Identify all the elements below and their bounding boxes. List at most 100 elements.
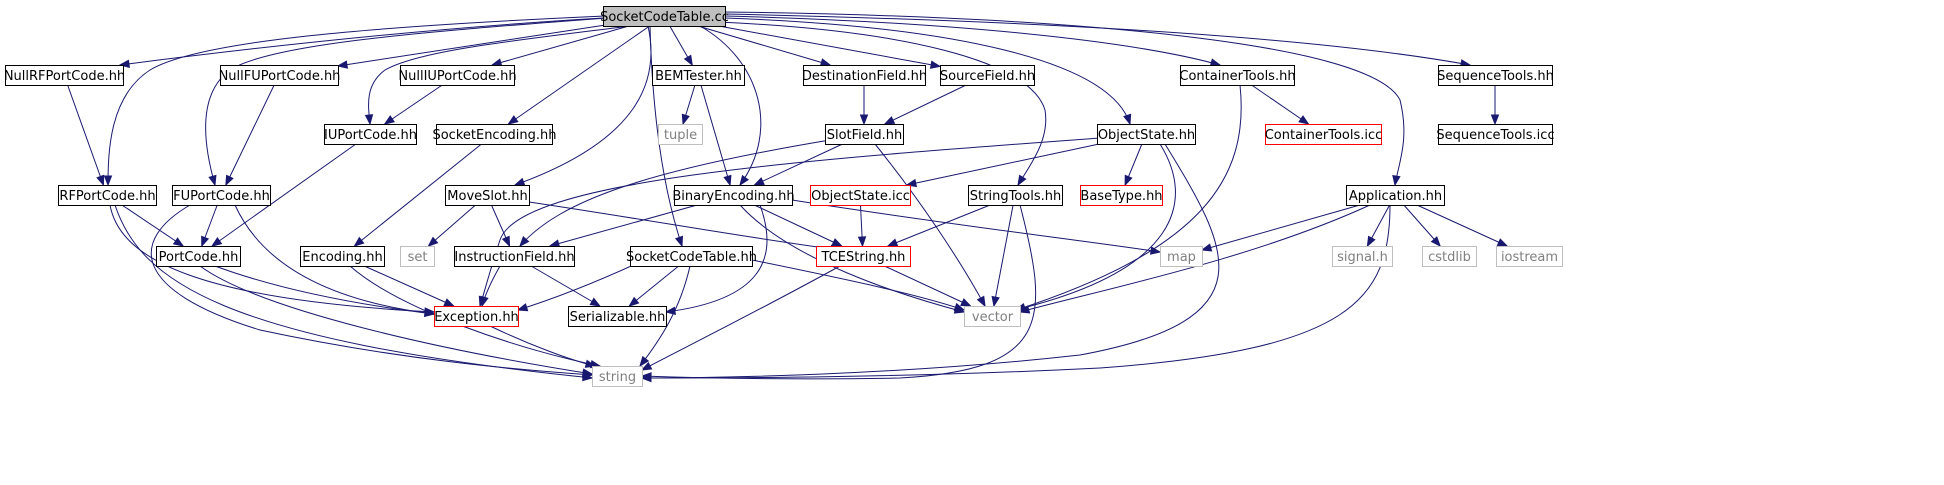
node-box — [1080, 185, 1163, 206]
node-label: SequenceTools.icc — [1436, 128, 1554, 143]
node-label: BinaryEncoding.hh — [672, 189, 794, 204]
edge-socketcodetable-cc-to-objectstate-hh — [724, 17, 1131, 125]
node-rfportcode-hh[interactable]: RFPortCode.hh — [58, 185, 157, 206]
arrowhead-fuportcode-hh-to-portcode-hh — [201, 235, 210, 248]
edge-application-hh-to-iostream — [1416, 204, 1508, 247]
edge-fuportcode-hh-to-string — [151, 204, 593, 376]
node-label: ContainerTools.icc — [1265, 128, 1383, 143]
edge-stringtools-hh-to-tcestring-hh — [887, 204, 991, 247]
arrowhead-objectstate-hh-to-basetype-hh — [1124, 174, 1133, 187]
node-box — [156, 246, 241, 267]
node-destinationfield-hh[interactable]: DestinationField.hh — [802, 65, 927, 86]
edge-sourcefield-hh-to-slotfield-hh — [884, 84, 967, 125]
node-socketencoding-hh[interactable]: SocketEncoding.hh — [432, 124, 557, 145]
arrowhead-application-hh-to-iostream — [1496, 238, 1509, 247]
node-binaryencoding-hh[interactable]: BinaryEncoding.hh — [672, 185, 795, 206]
edge-nulliuportcode-hh-to-iuportcode-hh — [384, 84, 443, 125]
node-objectstate-hh[interactable]: ObjectState.hh — [1097, 124, 1196, 145]
node-containertools-hh[interactable]: ContainerTools.hh — [1179, 65, 1296, 86]
arrowhead-socketcodetable-cc-to-application-hh — [1392, 174, 1401, 187]
arrowhead-application-hh-to-cstdlib — [1430, 236, 1442, 248]
node-box — [568, 306, 667, 327]
arrowhead-application-hh-to-string — [640, 373, 652, 383]
node-bemtester-hh[interactable]: BEMTester.hh — [652, 65, 745, 86]
edge-application-hh-to-string — [641, 204, 1391, 379]
arrowhead-bemtester-hh-to-tuple — [681, 113, 690, 126]
node-moveslot-hh[interactable]: MoveSlot.hh — [445, 185, 530, 206]
node-set: set — [400, 246, 435, 267]
node-box — [816, 246, 911, 267]
edge-socketcodetable-cc-to-rfportcode-hh — [107, 15, 606, 186]
node-vector: vector — [964, 306, 1021, 327]
arrowhead-tcestring-hh-to-string — [640, 361, 653, 371]
node-sourcefield-hh[interactable]: SourceField.hh — [940, 65, 1035, 86]
node-stringtools-hh[interactable]: StringTools.hh — [968, 185, 1063, 206]
node-tcestring-hh[interactable]: TCEString.hh — [816, 246, 911, 267]
node-serializable-hh[interactable]: Serializable.hh — [568, 306, 667, 327]
node-box — [1346, 185, 1445, 206]
edge-bemtester-hh-to-binaryencoding-hh — [700, 84, 731, 186]
edge-socketcodetable-cc-to-nulliuportcode-hh — [491, 25, 630, 66]
node-box — [968, 185, 1063, 206]
node-basetype-hh[interactable]: BaseType.hh — [1080, 185, 1163, 206]
arrowhead-objectstate-hh-to-objectstate-icc — [905, 178, 918, 188]
node-box — [825, 124, 904, 145]
node-box — [1097, 124, 1196, 145]
edge-socketcodetable-cc-to-application-hh — [724, 11, 1405, 186]
node-sequencetools-hh[interactable]: SequenceTools.hh — [1437, 65, 1554, 86]
node-encoding-hh[interactable]: Encoding.hh — [300, 246, 385, 267]
node-slotfield-hh[interactable]: SlotField.hh — [825, 124, 904, 145]
node-instructionfield-hh[interactable]: InstructionField.hh — [454, 246, 575, 267]
arrowhead-stringtools-hh-to-tcestring-hh — [886, 238, 899, 247]
node-label: StringTools.hh — [970, 189, 1061, 204]
node-nullfuportcode-hh[interactable]: NullFUPortCode.hh — [219, 65, 341, 86]
arrowhead-socketcodetable-cc-to-fuportcode-hh — [208, 174, 217, 187]
node-containertools-icc[interactable]: ContainerTools.icc — [1265, 124, 1383, 145]
node-socketcodetable-cc[interactable]: SocketCodeTable.cc — [600, 6, 729, 27]
node-portcode-hh[interactable]: PortCode.hh — [156, 246, 241, 267]
node-tuple: tuple — [658, 124, 703, 145]
node-box — [454, 246, 575, 267]
arrowhead-socketcodetable-cc-to-iuportcode-hh — [364, 114, 374, 126]
node-label: BaseType.hh — [1080, 189, 1162, 204]
arrowhead-moveslot-hh-to-set — [427, 236, 439, 247]
node-label: SocketEncoding.hh — [432, 128, 556, 143]
arrowhead-nullfuportcode-hh-to-fuportcode-hh — [225, 174, 234, 187]
node-label: vector — [972, 310, 1014, 325]
node-signal-h: signal.h — [1332, 246, 1393, 267]
arrowhead-socketcodetable-cc-to-stringtools-hh — [1017, 174, 1027, 187]
edge-nullrfportcode-hh-to-rfportcode-hh — [67, 84, 104, 186]
node-box — [1332, 246, 1393, 267]
edge-instructionfield-hh-to-serializable-hh — [530, 265, 601, 307]
node-label: tuple — [664, 128, 697, 143]
node-label: map — [1167, 250, 1196, 265]
node-label: cstdlib — [1428, 250, 1471, 265]
edge-moveslot-hh-to-tcestring-hh — [528, 201, 841, 251]
node-box — [1496, 246, 1563, 267]
node-label: SocketCodeTable.hh — [626, 250, 757, 265]
node-iuportcode-hh[interactable]: IUPortCode.hh — [324, 124, 417, 145]
arrowhead-socketcodetable-cc-to-nulliuportcode-hh — [490, 58, 503, 67]
node-label: Exception.hh — [434, 310, 519, 325]
arrowhead-socketcodetable-cc-to-objectstate-hh — [1123, 113, 1132, 126]
node-map: map — [1160, 246, 1203, 267]
arrowhead-socketencoding-hh-to-encoding-hh — [353, 236, 365, 247]
node-objectstate-icc[interactable]: ObjectState.icc — [810, 185, 911, 206]
node-exception-hh[interactable]: Exception.hh — [434, 306, 519, 327]
node-nulliuportcode-hh[interactable]: NullIUPortCode.hh — [398, 65, 517, 86]
node-application-hh[interactable]: Application.hh — [1346, 185, 1445, 206]
edge-binaryencoding-hh-to-instructionfield-hh — [549, 204, 698, 247]
arrowhead-application-hh-to-map — [1200, 243, 1213, 252]
node-nullrfportcode-hh[interactable]: NullRFPortCode.hh — [4, 65, 125, 86]
edge-socketcodetable-cc-to-fuportcode-hh — [205, 17, 608, 186]
edge-fuportcode-hh-to-exception-hh — [234, 204, 435, 315]
edge-socketcodetable-cc-to-nullrfportcode-hh — [119, 17, 604, 66]
edge-slotfield-hh-to-vector — [874, 143, 986, 307]
node-fuportcode-hh[interactable]: FUPortCode.hh — [172, 185, 271, 206]
node-sequencetools-icc[interactable]: SequenceTools.icc — [1436, 124, 1555, 145]
node-socketcodetable-hh[interactable]: SocketCodeTable.hh — [626, 246, 757, 267]
node-cstdlib: cstdlib — [1422, 246, 1477, 267]
edge-socketcodetable-cc-to-socketencoding-hh — [508, 25, 650, 125]
